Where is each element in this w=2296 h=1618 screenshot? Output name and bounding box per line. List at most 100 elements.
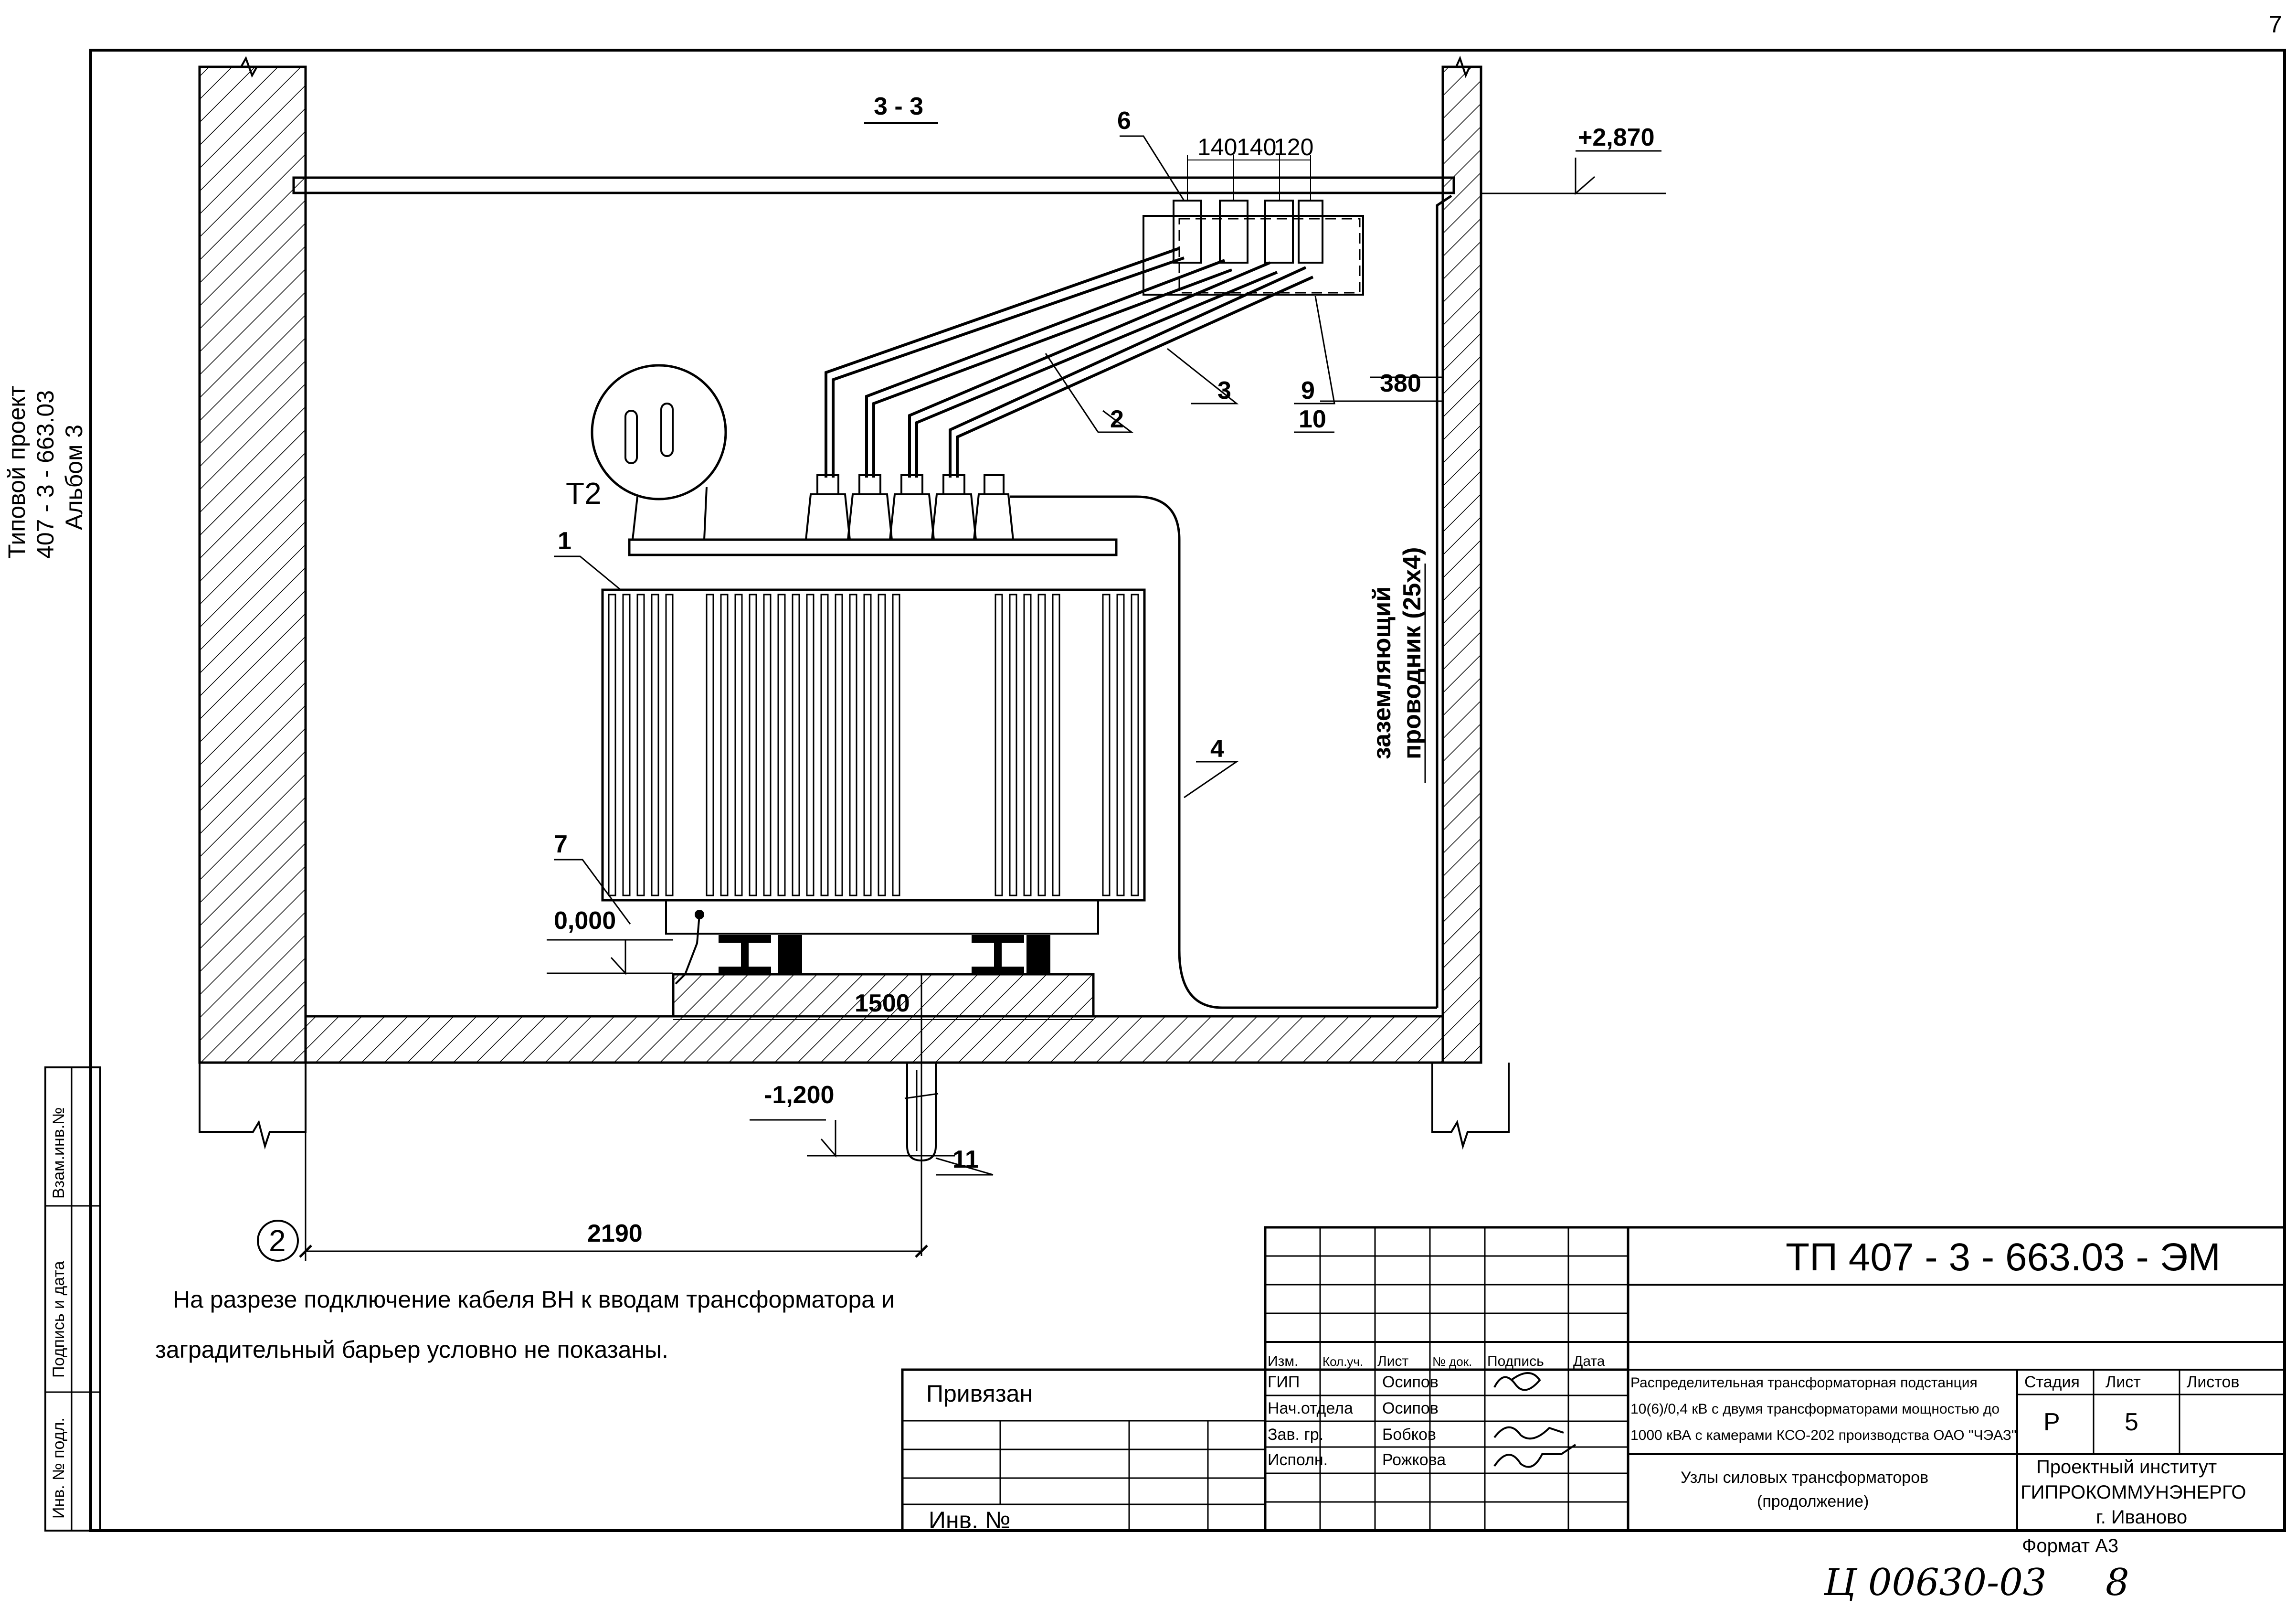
dim-120: 120 [1274, 134, 1313, 160]
elevation-zero-mark: 0,000 [547, 907, 673, 975]
side-stamp-line3: Альбом 3 [61, 425, 87, 530]
ceiling-beam [292, 176, 1455, 194]
role-2: Зав. гр. [1268, 1426, 1323, 1444]
project-title-1: Распределительная трансформаторная подст… [1630, 1375, 1978, 1391]
transformer-label: Т2 [566, 476, 602, 511]
side-stamp-line1: Типовой проект [3, 385, 30, 559]
radiator-fin [892, 594, 900, 896]
radiator-fin [820, 594, 829, 896]
hdr-list: Лист [1377, 1353, 1408, 1369]
callout-11: 11 [952, 1146, 979, 1173]
role-0: ГИП [1268, 1373, 1300, 1391]
radiator-fin [878, 594, 886, 896]
radiator-fin [720, 594, 729, 896]
name-0: Осипов [1382, 1373, 1439, 1391]
radiator-fin [636, 594, 645, 896]
project-title-2: 10(6)/0,4 кВ с двумя трансформаторами мо… [1630, 1401, 2000, 1417]
callout-9: 9 [1301, 377, 1315, 404]
radiator-fin [995, 594, 1003, 896]
signatures [1493, 1372, 1577, 1468]
role-1: Нач.отдела [1268, 1399, 1353, 1417]
radiator-fin [792, 594, 800, 896]
busbars [825, 247, 1314, 478]
format-label: Формат А3 [2022, 1535, 2118, 1556]
radiator-fin [651, 594, 659, 896]
elevation-top-mark: +2,870 [1480, 124, 1666, 195]
callout-4: 4 [1210, 735, 1224, 763]
callout-10: 10 [1299, 405, 1326, 433]
sheet-title-1: Узлы силовых трансформаторов [1681, 1469, 1928, 1487]
name-1: Осипов [1382, 1399, 1439, 1417]
radiator-fin [665, 594, 674, 896]
hdr-izm: Изм. [1268, 1353, 1298, 1369]
transformer-tank [601, 588, 1146, 902]
callout-3: 3 [1217, 377, 1231, 404]
axis-dimension: 2190 2 [257, 1063, 928, 1262]
section-label: 3 - 3 [874, 93, 923, 120]
radiator-fin [1023, 594, 1032, 896]
callout-2: 2 [1110, 405, 1124, 433]
axis-marker [257, 1220, 299, 1262]
radiator-fin [706, 594, 714, 896]
transformer-cover [628, 538, 1118, 556]
org-line-2: ГИПРОКОММУНЭНЕРГО [2021, 1482, 2246, 1503]
sheet-title-2: (продолжение) [1757, 1492, 1869, 1511]
note-line-1: На разрезе подключение кабеля ВН к ввода… [173, 1286, 895, 1313]
left-wall [198, 56, 307, 1064]
radiator-fin [734, 594, 743, 896]
hdr-data: Дата [1573, 1353, 1605, 1369]
note-line-2: заградительный барьер условно не показан… [155, 1336, 668, 1363]
dim-380: 380 [1380, 370, 1421, 397]
lists-header: Листов [2187, 1373, 2239, 1391]
plinth [672, 973, 1095, 1018]
elevation-zero: 0,000 [554, 907, 616, 935]
radiator-fin [622, 594, 631, 896]
radiator-fins [608, 594, 1139, 896]
binding-strip: Взам.инв.№ Подпись и дата Инв. № подл. [44, 1066, 101, 1532]
hdr-podpis: Подпись [1487, 1353, 1544, 1369]
callout-6: 6 [1117, 107, 1131, 135]
radiator-fin [1009, 594, 1017, 896]
radiator-fin [1102, 594, 1111, 896]
radiator-fin [849, 594, 857, 896]
ground-conductor-label-2: проводник (25х4) [1398, 547, 1426, 759]
list-header: Лист [2106, 1373, 2141, 1391]
strip-vzam-label: Взам.инв.№ [50, 1107, 68, 1199]
hv-bushings [805, 474, 1014, 540]
ground-conductor [1010, 194, 1452, 1009]
strip-podpis-label: Подпись и дата [50, 1261, 68, 1378]
privyazan-label: Привязан [926, 1380, 1033, 1407]
role-3: Исполн. [1268, 1451, 1328, 1469]
radiator-fin [1052, 594, 1060, 896]
radiator-fin [749, 594, 757, 896]
org-line-3: г. Иваново [2096, 1507, 2187, 1528]
base-beams [719, 935, 1050, 974]
transformer-t2: Т2 [566, 364, 1146, 985]
dim-140-a: 140 [1197, 134, 1237, 160]
hdr-kol: Кол.уч. [1323, 1354, 1363, 1369]
name-3: Рожкова [1382, 1451, 1446, 1469]
dim-140-b: 140 [1237, 134, 1276, 160]
org-line-1: Проектный институт [2036, 1457, 2217, 1478]
radiator-fin [1037, 594, 1046, 896]
side-stamp-line2: 407 - 3 - 663.03 [32, 390, 59, 559]
callout-7: 7 [554, 830, 568, 858]
sheet-value: 5 [2125, 1408, 2138, 1436]
handwritten-sheet: 8 [2106, 1561, 2129, 1604]
callout-1: 1 [558, 527, 571, 555]
busbar-support: 140 140 120 [1143, 134, 1364, 296]
page-number: 7 [2269, 11, 2282, 38]
project-title-3: 1000 кВА с камерами КСО-202 производства… [1630, 1427, 2017, 1443]
radiator-fin [763, 594, 772, 896]
drain-pipe: -1,200 11 [750, 974, 994, 1256]
axis-label: 2 [269, 1224, 286, 1258]
right-wall [1441, 55, 1482, 1064]
title-block [901, 1226, 2286, 1532]
doc-code: ТП 407 - 3 - 663.03 - ЭМ [1786, 1235, 2221, 1279]
handwritten-inventory: Ц 00630-03 [1823, 1561, 2047, 1604]
radiator-fin [1116, 594, 1125, 896]
stage-header: Стадия [2024, 1373, 2080, 1391]
conservator-tank [591, 364, 727, 500]
radiator-fin [1131, 594, 1139, 896]
